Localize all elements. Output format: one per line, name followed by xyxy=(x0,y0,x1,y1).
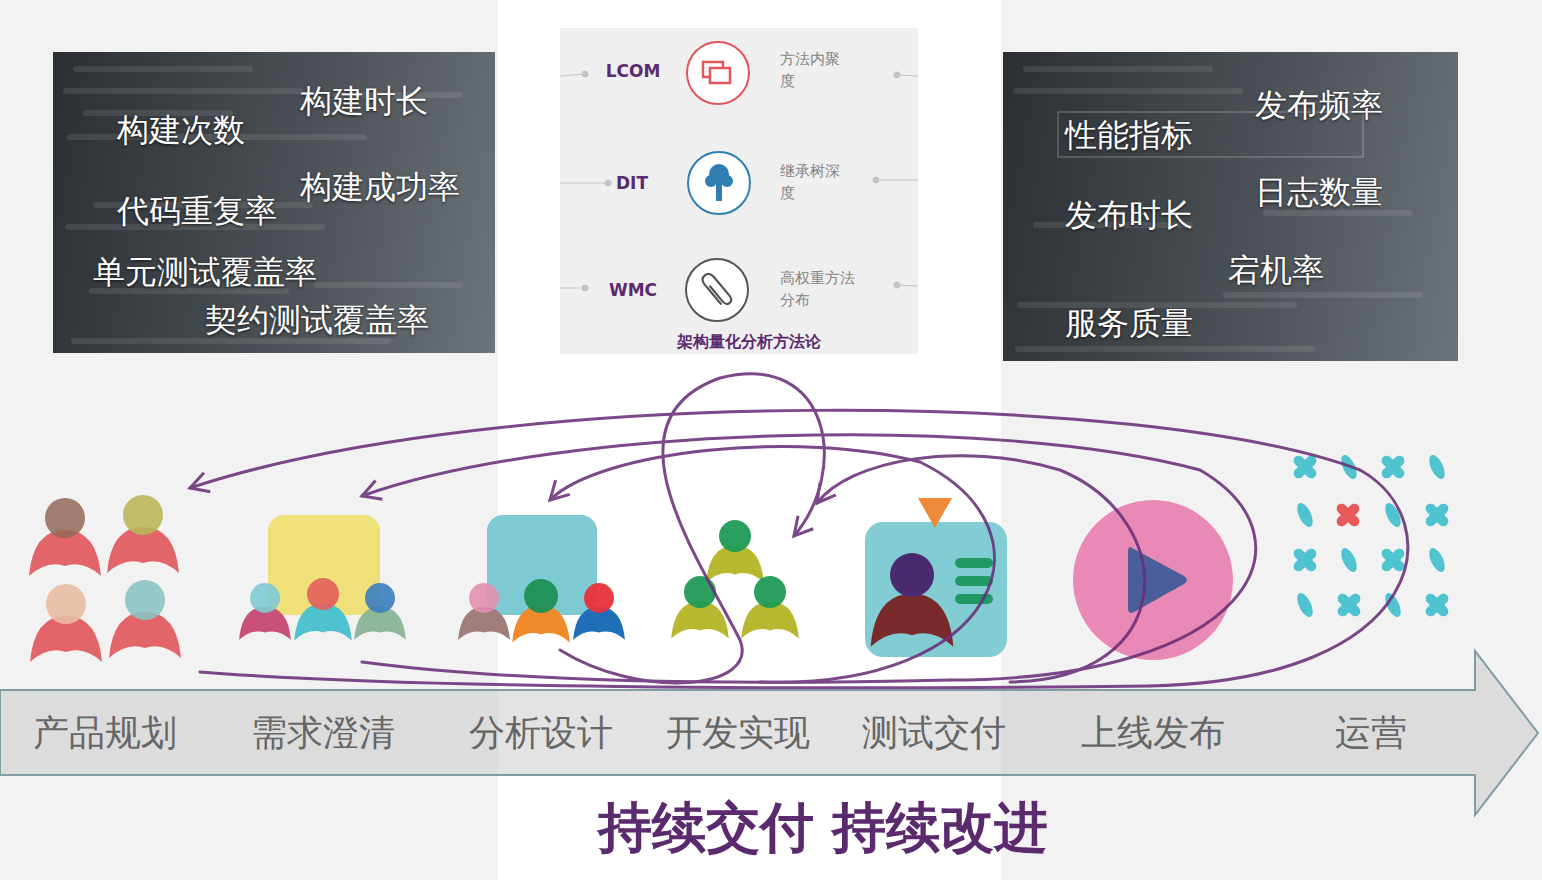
panel-label: WMC xyxy=(609,280,657,300)
metric-label: 发布时长 xyxy=(1065,196,1193,234)
stage-label: 开发实现 xyxy=(666,711,810,754)
developers-icon xyxy=(671,520,799,638)
play-icon xyxy=(1073,500,1233,660)
metric-panel: 发布频率性能指标日志数量发布时长宕机率服务质量 xyxy=(1003,52,1458,361)
panel-label: 继承树深度 xyxy=(780,161,850,205)
metric-label: 单元测试覆盖率 xyxy=(93,253,317,291)
stage-label: 需求澄清 xyxy=(251,711,395,754)
panel-label: LCOM xyxy=(606,61,661,81)
metric-label: 发布频率 xyxy=(1255,86,1383,124)
people-icon xyxy=(29,495,181,662)
slogan-title: 持续交付 持续改进 xyxy=(598,796,1049,861)
architecture-panel: LCOM 方法内聚度 DIT 继承树深度 WMC 高权重方法分布架构量化分析方法论 xyxy=(560,28,918,354)
stage-label: 产品规划 xyxy=(33,711,177,754)
metric-label: 构建次数 xyxy=(117,111,245,149)
metric-label: 代码重复率 xyxy=(117,192,277,230)
metric-label: 日志数量 xyxy=(1255,173,1383,211)
stage-label: 运营 xyxy=(1335,711,1407,754)
stage-label: 分析设计 xyxy=(469,711,613,754)
operations-pattern xyxy=(1285,447,1457,625)
stage-label: 上线发布 xyxy=(1081,711,1225,754)
team-icon xyxy=(239,515,406,640)
metric-label: 服务质量 xyxy=(1065,304,1193,342)
panel-label: 高权重方法分布 xyxy=(780,268,866,312)
metric-label: 宕机率 xyxy=(1228,251,1324,289)
panel-label: 架构量化分析方法论 xyxy=(677,332,821,351)
feedback-loops xyxy=(190,374,1408,688)
metric-label: 契约测试覆盖率 xyxy=(205,301,429,339)
metric-label: 构建成功率 xyxy=(300,168,460,206)
panel-label: 方法内聚度 xyxy=(780,49,850,93)
stage-label: 测试交付 xyxy=(862,711,1006,754)
metric-panel: 构建时长构建次数构建成功率代码重复率单元测试覆盖率契约测试覆盖率 xyxy=(53,52,495,353)
metric-label: 构建时长 xyxy=(300,82,428,120)
process-band: 产品规划 需求澄清 分析设计 开发实现 测试交付 上线发布 运营 xyxy=(0,648,1542,818)
panel-label: DIT xyxy=(616,173,648,193)
metric-label: 性能指标 xyxy=(1065,116,1193,154)
team-icon xyxy=(458,515,625,642)
